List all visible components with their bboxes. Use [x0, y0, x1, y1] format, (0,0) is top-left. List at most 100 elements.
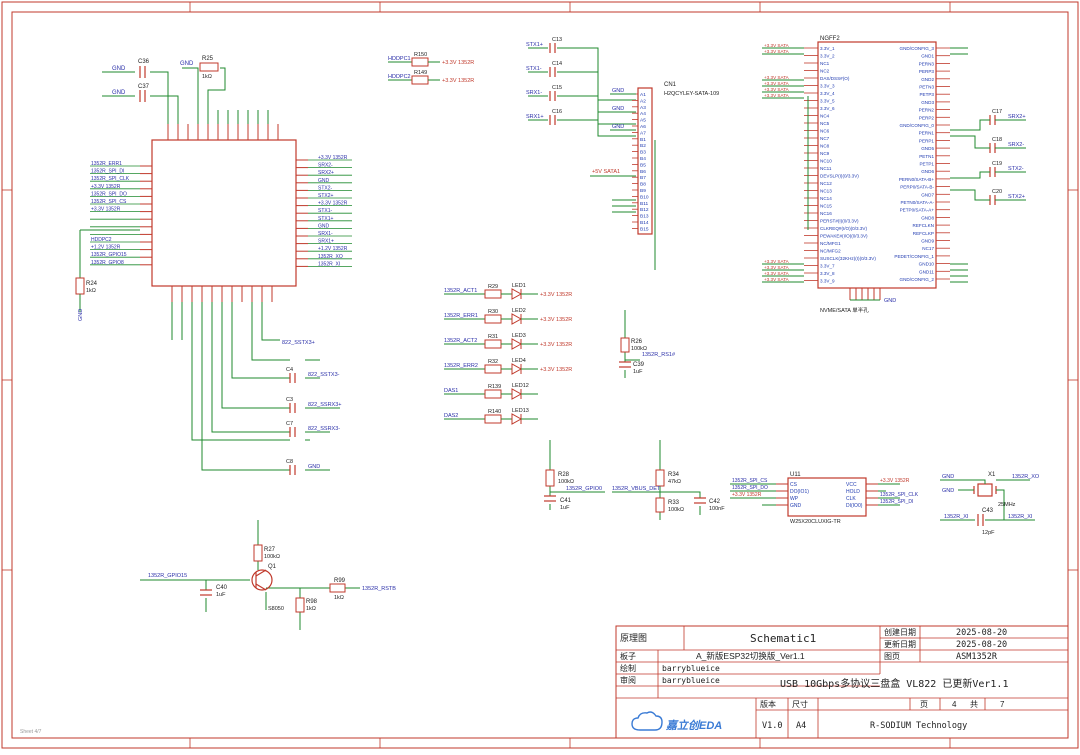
- asm-left-wiring: [79, 229, 140, 278]
- rail-label: +3.3V 1352R: [732, 492, 762, 498]
- resistor-r33: [655, 497, 665, 513]
- sata-net-label: SRX1+: [526, 114, 544, 120]
- c39-label: C39: [633, 362, 645, 368]
- ngff-right-pin-label: PETN0/SATA-A-: [900, 200, 934, 205]
- ngff-rail-label: +3.3V SATA: [764, 271, 790, 276]
- r34-value: 47kΩ: [668, 479, 681, 485]
- ngff-right-pin-label: GND5: [921, 146, 934, 151]
- q1-value: S8050: [268, 606, 284, 612]
- r28-label: R28: [558, 472, 570, 478]
- ngff-right-pin-label: PERP3: [919, 69, 935, 74]
- tb-label-size: 尺寸: [792, 699, 808, 709]
- cn1-pin-label: B3: [640, 150, 646, 156]
- ngff-left-pin-label: 3.3V_2: [820, 54, 835, 59]
- ngff-left-pin-label: NC/MFG1: [820, 241, 841, 246]
- ngff-rail-label: +3.3V SATA: [764, 75, 790, 80]
- u11-pin-label: CS: [790, 482, 798, 488]
- ngff-left-pin-label: 3.3V_8: [820, 271, 835, 276]
- capacitor-c43: [977, 514, 984, 526]
- asm-left-net: 1352R_SPI_DI: [91, 169, 124, 175]
- led-net-label: 1352R_ERR1: [444, 313, 478, 319]
- capacitor-c39: [619, 361, 631, 368]
- asm-left-net: 1352R_SPI_CS: [91, 199, 127, 205]
- ngff-right-pin-label: PETP1: [919, 162, 934, 167]
- rc-networks: [549, 310, 701, 520]
- led-resistor: [484, 364, 502, 374]
- u11-pin-label: DI(IO0): [846, 503, 863, 509]
- asm-right-net: GND: [318, 223, 330, 229]
- gnd-label: GND: [884, 298, 896, 304]
- gnd-label: GND: [112, 66, 126, 72]
- gnd-label: GND: [78, 309, 84, 321]
- ngff-cap-ref: C18: [992, 137, 1002, 143]
- c42-label: C42: [709, 499, 721, 505]
- u11-value: W25X20CLUXIG-TR: [790, 519, 841, 525]
- asm-bottom-wiring: [171, 302, 340, 471]
- ngff-right-pin-label: GND/CONFIG_3: [900, 46, 935, 51]
- ngff-rail-label: +3.3V SATA: [764, 43, 790, 48]
- r28-value: 100kΩ: [558, 479, 574, 485]
- r98-value: 1kΩ: [306, 606, 316, 612]
- led-resistor: [484, 389, 502, 399]
- ngff-right-pin-label: PERN2: [919, 108, 935, 113]
- r99-label: R99: [334, 578, 346, 584]
- ngff-right-pin-label: REFCLKN: [913, 223, 934, 228]
- led-ref: LED4: [512, 358, 526, 364]
- sata-cap-ref: C16: [552, 109, 562, 115]
- resistor-r27: [253, 544, 263, 562]
- crystal-wiring: [940, 479, 1035, 521]
- tb-version: V1.0: [762, 721, 782, 731]
- cn1-pin-label: B10: [640, 194, 649, 200]
- sata-cap-net: [557, 95, 636, 125]
- cn1-wiring: [590, 93, 656, 270]
- ngff-right-pin-label: NC17: [922, 246, 934, 251]
- led-diode-icon: [511, 313, 523, 325]
- spi-cs-label: 1352R_SPI_CS: [732, 478, 768, 484]
- r27-value: 100kΩ: [264, 554, 280, 560]
- asm-right-net: SRX2-: [318, 163, 333, 169]
- led-resistor: [484, 314, 502, 324]
- ngff-right-pin-label: PETN3: [919, 85, 934, 90]
- hddpc1-label: HDDPC1: [388, 56, 411, 62]
- xi-label: 1352R_XI: [944, 514, 969, 520]
- x1-ref: X1: [988, 472, 996, 478]
- resistor-r98: [295, 597, 305, 613]
- cn1-sata-connector: A1A2A3A4A5A6A7B1B2B3B4B5B6B7B8B9B10B11B1…: [632, 87, 653, 235]
- led-net-label: 1352R_ERR2: [444, 363, 478, 369]
- ngff-right-pin-label: PERP2: [919, 115, 935, 120]
- logo-text: 嘉立创EDA: [665, 719, 722, 732]
- u11-pin-label: VCC: [846, 482, 857, 488]
- ngff-left-pin-label: 3.3V_3: [820, 84, 835, 89]
- c43-label: C43: [982, 508, 994, 514]
- led-resistor: [484, 289, 502, 299]
- tb-label-updated: 更新日期: [884, 639, 916, 649]
- ssd-cap-net: 822_SSRX3-: [308, 426, 340, 432]
- cn1-pin-label: B5: [640, 162, 646, 168]
- asm-right-net: STX2+: [318, 193, 334, 199]
- ngff-rail-label: +3.3V SATA: [764, 81, 790, 86]
- r98-label: R98: [306, 599, 318, 605]
- easyeda-logo-icon: 嘉立创EDA: [631, 711, 722, 732]
- cn1-pin-label: B9: [640, 188, 646, 194]
- ssd-cap-net: GND: [308, 464, 320, 470]
- u11-pin-label: GND: [790, 503, 802, 509]
- rail-label: +3.3V 1352R: [442, 78, 474, 84]
- r24-label: R24: [86, 281, 98, 287]
- cn1-pin-label: A6: [640, 124, 646, 130]
- ngff-left-pin-label: SUSCLK(32KHz)(I)(0/3.3V): [820, 256, 876, 261]
- asm-right-net: 1352R_XO: [318, 254, 343, 260]
- asm-left-net: 1352R_GPIO8: [91, 260, 124, 266]
- led-net-label: DAS1: [444, 388, 458, 394]
- gnd-label: GND: [180, 61, 194, 67]
- ngff-left-wiring: [762, 47, 809, 283]
- ngff-right-pin-label: GND/CONFIG_0: [900, 123, 935, 128]
- asm1352r-ic: 1352R_ERR11352R_SPI_DI1352R_SPI_CLK+3.3V…: [90, 124, 352, 302]
- ngff-left-pin-label: PERST#(I)(0/3.3V): [820, 219, 859, 224]
- ngff-right-pin-label: REFCLKP: [913, 231, 934, 236]
- ngff-left-pin-label: NC10: [820, 159, 832, 164]
- led-res-ref: R31: [488, 334, 498, 340]
- resistor-r34: [655, 469, 665, 487]
- tb-size: A4: [796, 721, 806, 731]
- ngff-right-pin-label: GND1: [921, 54, 934, 59]
